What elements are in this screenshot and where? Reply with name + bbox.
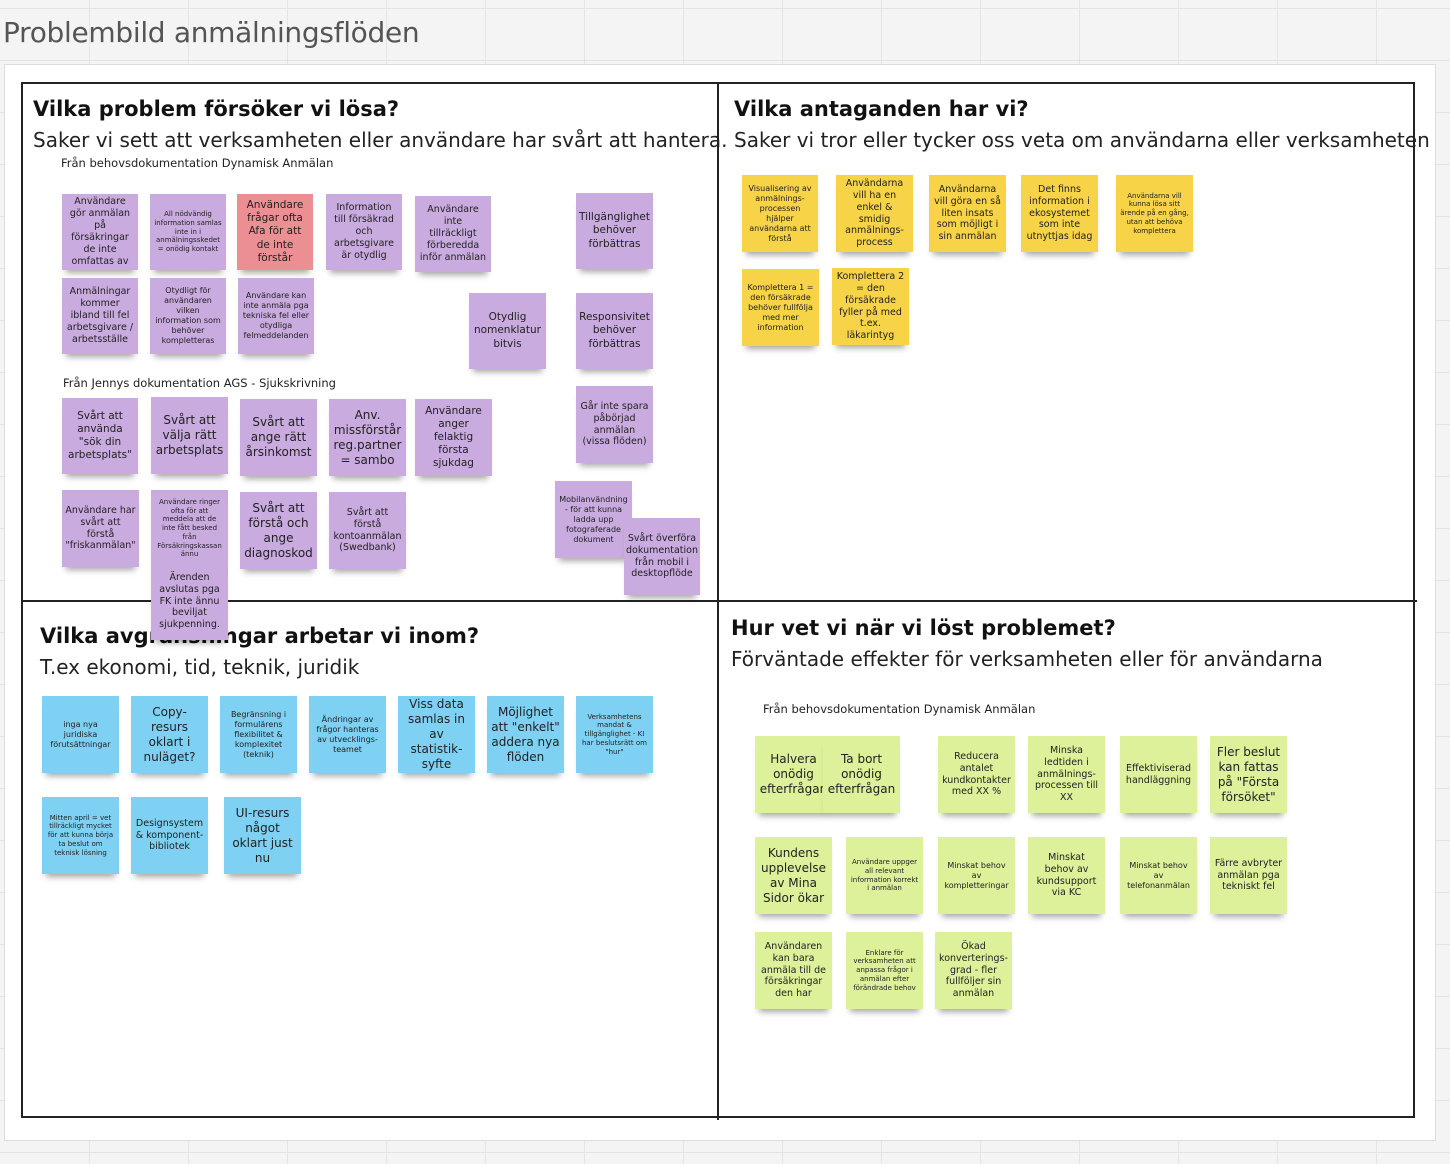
- assumptions-subheading: Saker vi tror eller tycker oss veta om a…: [734, 128, 1430, 152]
- sticky-note[interactable]: Anv. missförstår reg.partner = sambo: [329, 399, 406, 476]
- sticky-note[interactable]: Verksamhetens mandat & tillgänglighet - …: [576, 696, 653, 773]
- sticky-note[interactable]: Mitten april = vet tillräckligt mycket f…: [42, 797, 119, 874]
- sticky-note[interactable]: UI-resurs något oklart just nu: [224, 797, 301, 874]
- sticky-note[interactable]: Reducera antalet kundkontakter med XX %: [938, 736, 1015, 813]
- constraints-heading: Vilka avgränsningar arbetar vi inom?: [40, 624, 480, 648]
- sticky-note[interactable]: Tillgänglighet behöver förbättras: [576, 193, 653, 269]
- sticky-note[interactable]: Enklare för verksamheten att anpassa frå…: [846, 932, 923, 1009]
- sticky-note[interactable]: Fler beslut kan fattas på "Första försök…: [1210, 736, 1287, 813]
- sticky-note[interactable]: Svårt överföra dokumentation från mobil …: [624, 518, 700, 595]
- sticky-note[interactable]: Otydligt för användaren vilken informati…: [150, 278, 226, 354]
- sticky-note[interactable]: Mobilanvändning - för att kunna ladda up…: [555, 481, 632, 558]
- problems-heading: Vilka problem försöker vi lösa?: [33, 97, 400, 121]
- quadrant-divider-horizontal: [21, 600, 1417, 602]
- sticky-note[interactable]: Ärenden avslutas pga FK inte ännu bevilj…: [151, 563, 228, 640]
- sticky-note[interactable]: Svårt att använda "sök din arbetsplats": [62, 398, 138, 474]
- problems-subheading: Saker vi sett att verksamheten eller anv…: [33, 128, 728, 152]
- sticky-note[interactable]: Det finns information i ekosystemet som …: [1021, 175, 1098, 252]
- sticky-note[interactable]: Viss data samlas in av statistik-syfte: [398, 696, 475, 773]
- sticky-note[interactable]: Ändringar av frågor hanteras av utveckli…: [309, 696, 386, 773]
- constraints-subheading: T.ex ekonomi, tid, teknik, juridik: [40, 655, 360, 679]
- success-source-label: Från behovsdokumentation Dynamisk Anmäla…: [763, 702, 1036, 716]
- sticky-note[interactable]: Visualisering av anmälnings-processen hj…: [742, 175, 818, 252]
- sticky-note[interactable]: Användare har svårt att förstå "friskanm…: [62, 490, 139, 567]
- sticky-note[interactable]: Användaren kan bara anmäla till de försä…: [755, 932, 832, 1009]
- sticky-note[interactable]: Användarna vill göra en så liten insats …: [929, 175, 1006, 252]
- success-heading: Hur vet vi när vi löst problemet?: [731, 616, 1116, 640]
- sticky-note[interactable]: Minskat behov av kundsupport via KC: [1028, 837, 1105, 914]
- sticky-note[interactable]: Användare ringer ofta för att meddela at…: [151, 490, 228, 567]
- sticky-note[interactable]: Ökad konverterings-grad - fler fullfölje…: [935, 932, 1012, 1009]
- sticky-note[interactable]: Kundens upplevelse av Mina Sidor ökar: [755, 837, 832, 914]
- sticky-note[interactable]: Minska ledtiden i anmälnings-processen t…: [1028, 736, 1105, 813]
- sticky-note[interactable]: Användare kan inte anmäla pga tekniska f…: [238, 278, 314, 354]
- sticky-note[interactable]: Användare gör anmälan på försäkringar de…: [62, 194, 138, 270]
- sticky-note[interactable]: Svårt att välja rätt arbetsplats: [151, 397, 228, 474]
- problems-source-label-2: Från Jennys dokumentation AGS - Sjukskri…: [63, 376, 336, 390]
- sticky-note[interactable]: inga nya juridiska förutsättningar: [42, 696, 119, 773]
- sticky-note[interactable]: Anmälningar kommer ibland till fel arbet…: [62, 278, 138, 354]
- sticky-note[interactable]: Information till försäkrad och arbetsgiv…: [326, 194, 402, 270]
- sticky-note[interactable]: Användarna vill kunna lösa sitt ärende p…: [1116, 175, 1193, 252]
- sticky-note[interactable]: Svårt att förstå kontoanmälan (Swedbank): [329, 492, 406, 569]
- sticky-note[interactable]: Användare frågar ofta Afa för att de int…: [237, 194, 313, 270]
- sticky-note[interactable]: Svårt att förstå och ange diagnoskod: [240, 492, 317, 569]
- sticky-note[interactable]: Komplettera 2 = den försäkrade fyller på…: [832, 268, 909, 345]
- sticky-note[interactable]: Designsystem & komponent-bibliotek: [131, 797, 208, 874]
- assumptions-heading: Vilka antaganden har vi?: [734, 97, 1029, 121]
- sticky-note[interactable]: Begränsning i formulärens flexibilitet &…: [220, 696, 297, 773]
- sticky-note[interactable]: Användarna vill ha en enkel & smidig anm…: [836, 175, 913, 252]
- sticky-note[interactable]: Användare anger felaktig första sjukdag: [415, 399, 492, 476]
- sticky-note[interactable]: Halvera onödig efterfrågan: [755, 736, 832, 813]
- sticky-note[interactable]: Färre avbryter anmälan pga tekniskt fel: [1210, 837, 1287, 914]
- sticky-note[interactable]: Responsivitet behöver förbättras: [576, 293, 653, 369]
- board-title: Problembild anmälningsflöden: [3, 16, 420, 49]
- sticky-note[interactable]: Går inte spara påbörjad anmälan (vissa f…: [576, 386, 653, 463]
- sticky-note[interactable]: Ta bort onödig efterfrågan: [823, 736, 900, 813]
- sticky-note[interactable]: Svårt att ange rätt årsinkomst: [240, 399, 317, 476]
- success-subheading: Förväntade effekter för verksamheten ell…: [731, 647, 1323, 671]
- sticky-note[interactable]: Copy-resurs oklart i nuläget?: [131, 696, 208, 773]
- sticky-note[interactable]: All nödvändig information samlas inte in…: [150, 194, 226, 270]
- sticky-note[interactable]: Användare inte tillräckligt förberedda i…: [415, 196, 491, 272]
- sticky-note[interactable]: Användare uppger all relevant informatio…: [846, 837, 923, 914]
- sticky-note[interactable]: Komplettera 1 = den försäkrade behöver f…: [742, 269, 819, 346]
- sticky-note[interactable]: Minskat behov av telefonanmälan: [1120, 837, 1197, 914]
- problems-source-label-1: Från behovsdokumentation Dynamisk Anmäla…: [61, 156, 334, 170]
- sticky-note[interactable]: Minskat behov av kompletteringar: [938, 837, 1015, 914]
- sticky-note[interactable]: Möjlighet att "enkelt" addera nya flöden: [487, 696, 564, 773]
- sticky-note[interactable]: Effektiviserad handläggning: [1120, 736, 1197, 813]
- sticky-note[interactable]: Otydlig nomenklatur bitvis: [469, 293, 546, 369]
